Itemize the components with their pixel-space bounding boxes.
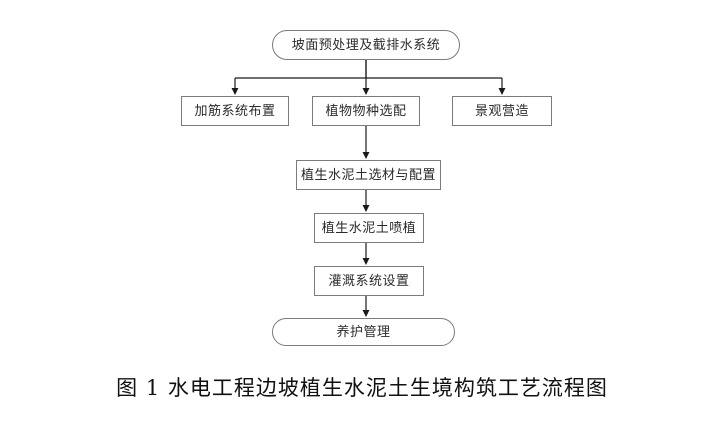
node-label: 景观营造	[474, 103, 529, 119]
node-slope-pretreatment[interactable]: 坡面预处理及截排水系统	[272, 30, 460, 60]
node-label: 灌溉系统设置	[328, 273, 410, 289]
node-plant-species-selection[interactable]: 植物物种选配	[312, 96, 420, 126]
node-maintenance-management[interactable]: 养护管理	[272, 318, 455, 346]
node-label: 养护管理	[336, 324, 391, 340]
figure-caption: 图 1 水电工程边坡植生水泥土生境构筑工艺流程图	[116, 376, 608, 400]
node-reinforcement-layout[interactable]: 加筋系统布置	[181, 96, 289, 126]
node-label: 坡面预处理及截排水系统	[291, 37, 441, 53]
flow-connectors	[231, 60, 506, 317]
node-irrigation-system-setup[interactable]: 灌溉系统设置	[314, 266, 424, 296]
node-label: 加筋系统布置	[194, 103, 276, 119]
node-label: 植物物种选配	[325, 103, 407, 119]
node-label: 植生水泥土选材与配置	[300, 167, 436, 183]
node-label: 植生水泥土喷植	[321, 220, 417, 236]
node-vegetative-soil-spraying[interactable]: 植生水泥土喷植	[314, 213, 424, 243]
node-material-selection-mix[interactable]: 植生水泥土选材与配置	[296, 160, 441, 190]
node-landscape-creation[interactable]: 景观营造	[452, 96, 552, 126]
